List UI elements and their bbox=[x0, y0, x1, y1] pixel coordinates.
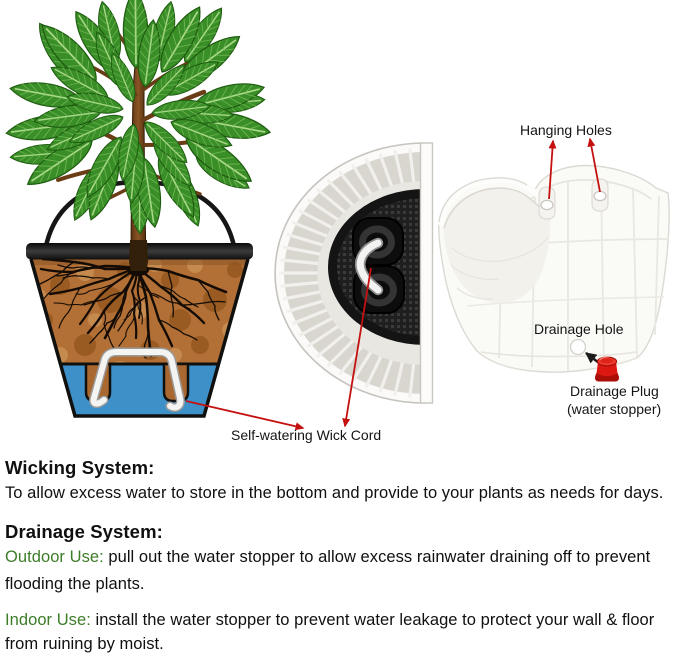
svg-text:Self-watering Wick Cord: Self-watering Wick Cord bbox=[231, 427, 381, 443]
svg-text:(water stopper): (water stopper) bbox=[567, 401, 661, 417]
svg-text:Drainage Plug: Drainage Plug bbox=[570, 383, 659, 399]
svg-text:Drainage Hole: Drainage Hole bbox=[534, 321, 624, 337]
svg-text:Hanging Holes: Hanging Holes bbox=[520, 122, 612, 138]
